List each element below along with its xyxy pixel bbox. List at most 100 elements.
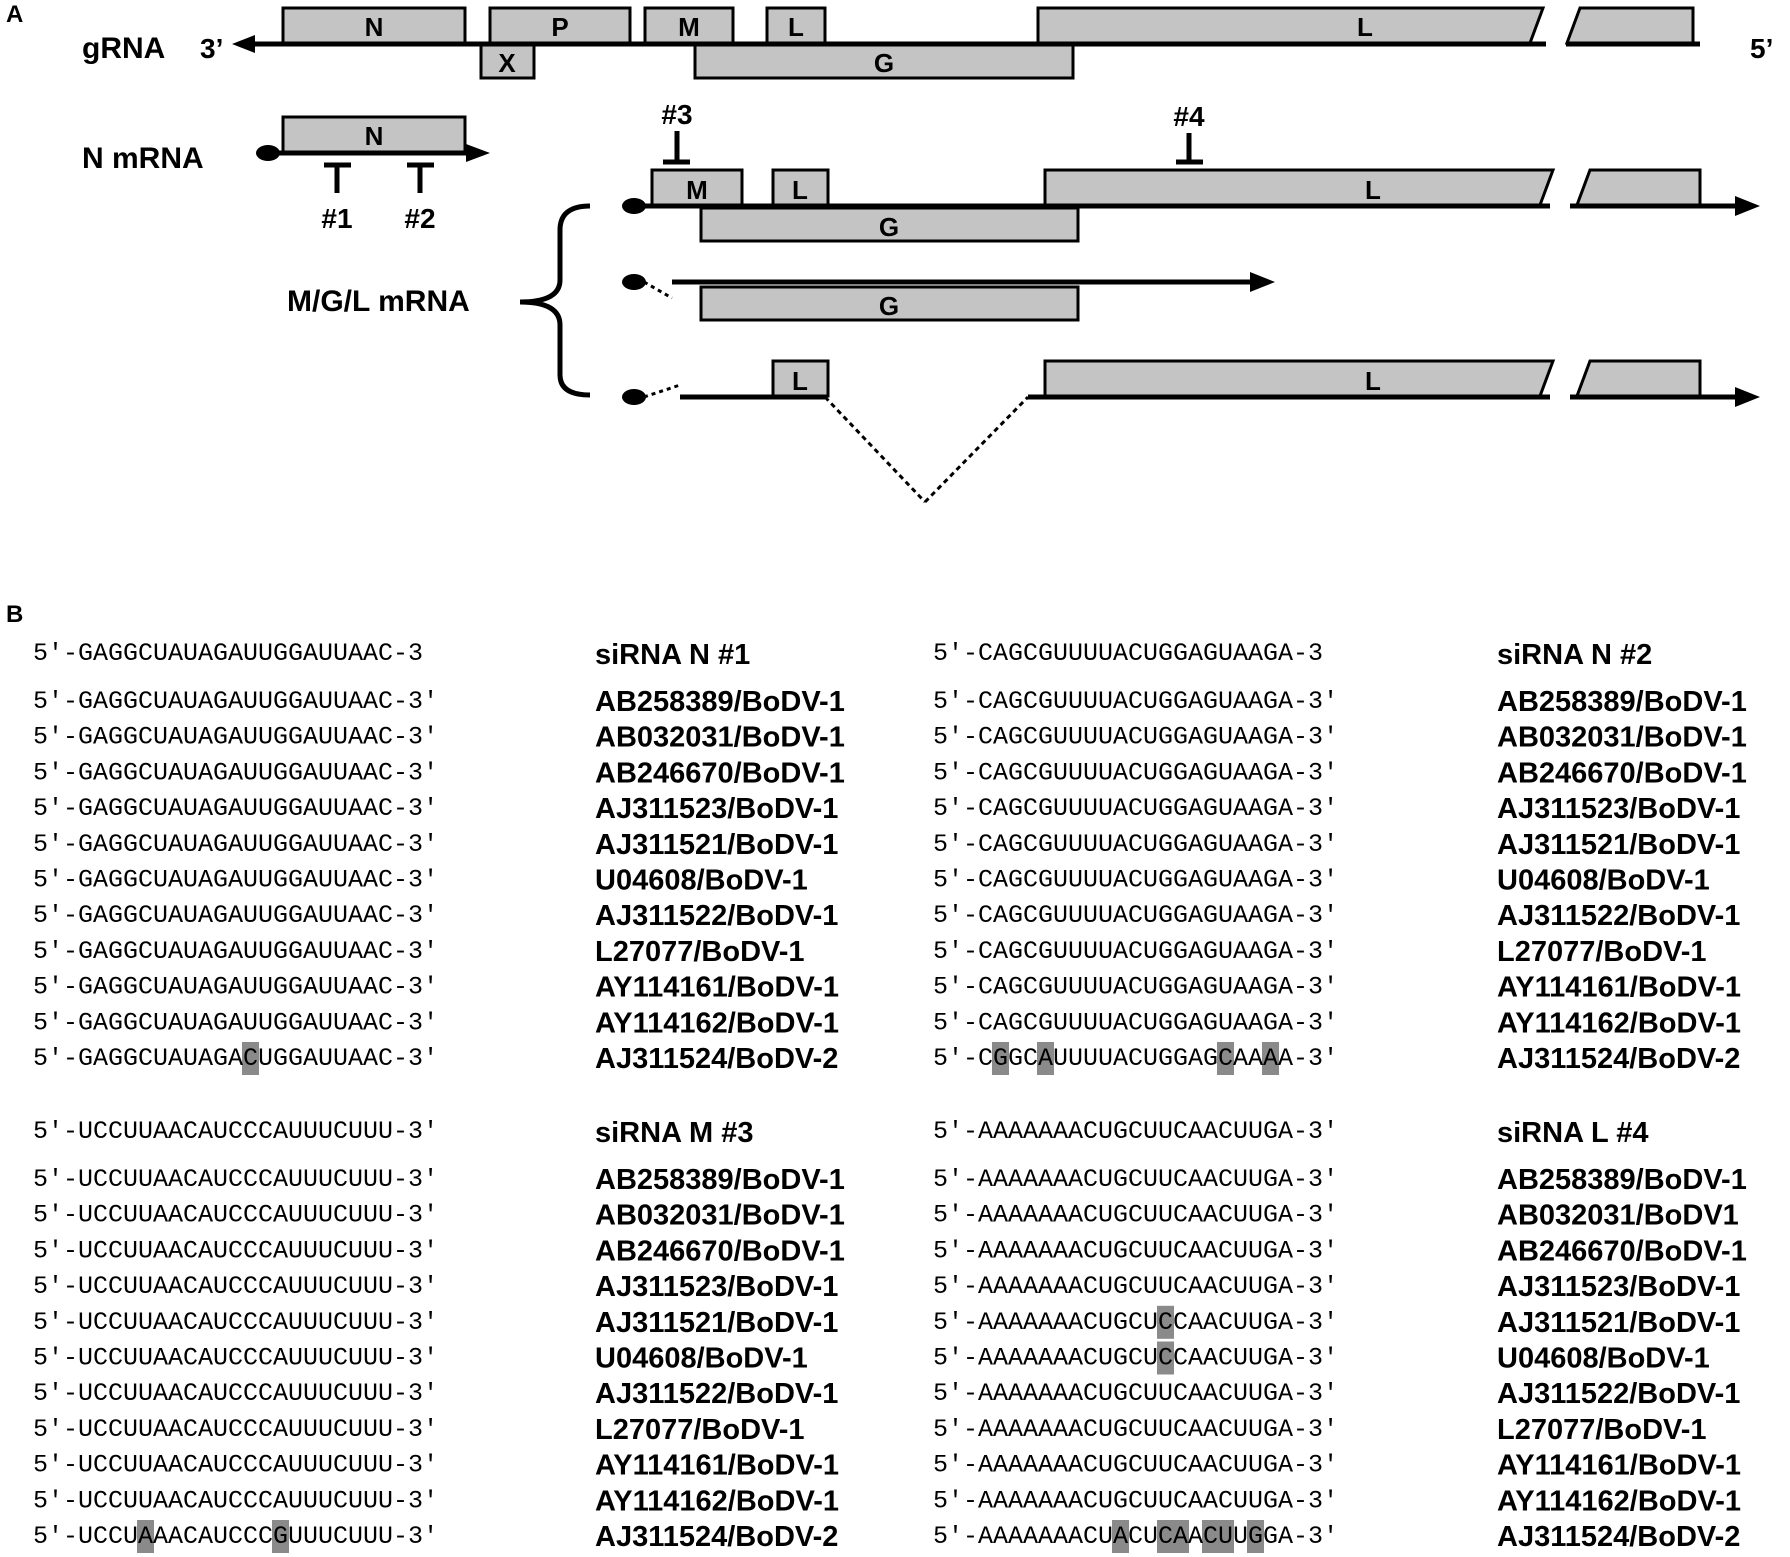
strain-sequence: 5′-GAGGCUAUAGAUUGGAUUAAC-3′ [33, 973, 438, 1002]
strain-accession: AY114162/BoDV-1 [1497, 1485, 1741, 1517]
grna-box-m: M [643, 6, 735, 45]
sirna-target-sequence: 5′-AAAAAAACUGCUUCAACUUGA-3′ [933, 1117, 1338, 1146]
strain-accession: AJ311523/BoDV-1 [1497, 793, 1740, 825]
strain-accession: AJ311524/BoDV-2 [1497, 1043, 1740, 1075]
svg-text:G: G [879, 212, 899, 242]
strain-accession: AJ311522/BoDV-1 [595, 900, 838, 932]
alignment-row: 5′-UCCUUAACAUCCCAUUUCUUU-3′AB032031/BoDV… [33, 1200, 845, 1232]
strain-sequence: 5′-CAGCGUUUUACUGGAGUAAGA-3′ [933, 973, 1338, 1002]
sirna-title: siRNA M #3 [595, 1117, 753, 1149]
strain-sequence: 5′-UCCUUAACAUCCCAUUUCUUU-3′ [33, 1486, 438, 1515]
grna-break-gap [1546, 30, 1566, 58]
alignment-row: 5′-GAGGCUAUAGAUUGGAUUAAC-3′AB246670/BoDV… [33, 757, 845, 789]
strain-accession: AJ311523/BoDV-1 [595, 793, 838, 825]
svg-text:N: N [365, 121, 384, 151]
alignment-row: 5′-CAGCGUUUUACUGGAGUAAGA-3′L27077/BoDV-1 [933, 936, 1707, 968]
transcript-1-box-l-large: L [1043, 168, 1702, 207]
strain-sequence: 5′-GAGGCUAUAGAUUGGAUUAAC-3′ [33, 830, 438, 859]
alignment-row: 5′-AAAAAAACUGCUUCAACUUGA-3′AJ311523/BoDV… [933, 1271, 1740, 1303]
alignment-row: 5′-CAGCGUUUUACUGGAGUAAGA-3′AB032031/BoDV… [933, 722, 1747, 754]
svg-text:L: L [792, 366, 808, 396]
alignment-row: 5′-CAGCGUUUUACUGGAGUAAGA-3′AJ311521/BoDV… [933, 829, 1740, 861]
strain-sequence: 5′-CAGCGUUUUACUGGAGUAAGA-3′ [933, 758, 1338, 787]
strain-sequence: 5′-UCCUUAACAUCCCAUUUCUUU-3′ [33, 1272, 438, 1301]
grna-box-g: G [693, 43, 1075, 80]
transcript-l-spliced: L L [622, 359, 1760, 504]
strain-sequence: 5′-AAAAAAACUGCUUCAACUUGA-3′ [933, 1379, 1338, 1408]
alignment-row: 5′-UCCUUAACAUCCCAUUUCUUU-3′AB246670/BoDV… [33, 1235, 845, 1267]
strain-accession: U04608/BoDV-1 [1497, 1343, 1710, 1375]
sirna-title: siRNA N #2 [1497, 639, 1652, 671]
svg-text:L: L [788, 12, 804, 42]
alignment-row: 5′-UCCUUAACAUCCCAUUUCUUU-3′AJ311523/BoDV… [33, 1271, 838, 1303]
transcript-mgl-1: M L L G [622, 168, 1760, 243]
strain-accession: AB032031/BoDV1 [1497, 1200, 1739, 1232]
strain-accession: AB258389/BoDV-1 [595, 686, 845, 718]
grna-box-l-large: L [1036, 6, 1695, 45]
strain-sequence: 5′-CAGCGUUUUACUGGAGUAAGA-3′ [933, 866, 1338, 895]
svg-text:L: L [1365, 175, 1381, 205]
sirna-target-sequence: 5′-GAGGCUAUAGAUUGGAUUAAC-3 [33, 639, 423, 668]
mismatch-highlight [1202, 1520, 1219, 1553]
n-mrna-label: N mRNA [82, 142, 204, 175]
strain-sequence: 5′-CAGCGUUUUACUGGAGUAAGA-3′ [933, 794, 1338, 823]
transcript-3-box-l-large: L [1043, 359, 1702, 398]
mismatch-highlight [242, 1042, 259, 1075]
strain-sequence: 5′-GAGGCUAUAGAUUGGAUUAAC-3′ [33, 866, 438, 895]
svg-text:#2: #2 [404, 203, 435, 234]
strain-accession: AJ311521/BoDV-1 [595, 1307, 838, 1339]
alignment-row: 5′-CAGCGUUUUACUGGAGUAAGA-3′ AJ311523/BoDV… [933, 793, 1740, 825]
svg-text:M: M [678, 12, 700, 42]
alignment-row: 5′-AAAAAAACUGCUUCAACUUGA-3′AY114162/BoDV… [933, 1485, 1741, 1517]
alignment-row: 5′-GAGGCUAUAGACUGGAUUAAC-3′ AJ311524/BoDV… [33, 1042, 838, 1075]
mismatch-highlight [1157, 1520, 1174, 1553]
strain-sequence: 5′-AAAAAAACUGCUCCAACUUGA-3′ [933, 1308, 1338, 1337]
mismatch-highlight [1217, 1520, 1234, 1553]
alignment-row: 5′-GAGGCUAUAGAUUGGAUUAAC-3′AY114162/BoDV… [33, 1007, 839, 1039]
grna-box-l-small: L [765, 6, 827, 45]
alignment-row: 5′-CGGCAUUUUACUGGAGCAAAA-3′AJ311524/BoDV… [933, 1042, 1740, 1075]
strain-sequence: 5′-CAGCGUUUUACUGGAGUAAGA-3′ [933, 937, 1338, 966]
grna-3-end: 3’ [200, 33, 223, 64]
mismatch-highlight [1157, 1305, 1174, 1339]
strain-sequence: 5′-AAAAAAACUACUCAACUUGGA-3′ [933, 1522, 1338, 1551]
strain-accession: AB032031/BoDV-1 [595, 1200, 845, 1232]
strain-accession: AJ311522/BoDV-1 [1497, 900, 1740, 932]
strain-sequence: 5′-GAGGCUAUAGAUUGGAUUAAC-3′ [33, 794, 438, 823]
strain-sequence: 5′-AAAAAAACUGCUUCAACUUGA-3′ [933, 1165, 1338, 1194]
svg-text:#4: #4 [1173, 101, 1205, 132]
strain-accession: AJ311522/BoDV-1 [1497, 1378, 1740, 1410]
strain-sequence: 5′-AAAAAAACUGCUUCAACUUGA-3′ [933, 1236, 1338, 1265]
alignment-row: 5′-CAGCGUUUUACUGGAGUAAGA-3′AY114162/BoDV… [933, 1007, 1741, 1039]
alignment-row: 5′-GAGGCUAUAGAUUGGAUUAAC-3′AJ311522/BoDV… [33, 900, 838, 932]
strain-accession: U04608/BoDV-1 [1497, 865, 1710, 897]
strain-accession: AJ311524/BoDV-2 [595, 1043, 838, 1075]
strain-sequence: 5′-UCCUUAACAUCCCAUUUCUUU-3′ [33, 1379, 438, 1408]
strain-accession: L27077/BoDV-1 [1497, 1414, 1707, 1446]
strain-sequence: 5′-AAAAAAACUGCUUCAACUUGA-3′ [933, 1451, 1338, 1480]
alignment-row: 5′-CAGCGUUUUACUGGAGUAAGA-3′AB258389/BoDV… [933, 686, 1747, 718]
alignment-row: 5′-AAAAAAACUGCUUCAACUUGA-3′AB032031/BoDV… [933, 1200, 1739, 1232]
svg-text:G: G [874, 48, 894, 78]
mgl-mrna-label: M/G/L mRNA [287, 285, 470, 318]
mismatch-highlight [1262, 1042, 1279, 1075]
svg-text:#1: #1 [321, 203, 352, 234]
strain-accession: AB258389/BoDV-1 [1497, 1164, 1747, 1196]
mismatch-highlight [1157, 1341, 1174, 1375]
mismatch-highlight [1217, 1042, 1234, 1075]
transcript-3-box-l-small: L [771, 359, 830, 398]
alignment-row: 5′-AAAAAAACUGCUCCAACUUGA-3′U04608/BoDV-1 [933, 1341, 1710, 1375]
strain-sequence: 5′-GAGGCUAUAGACUGGAUUAAC-3′ [33, 1044, 438, 1073]
strain-sequence: 5′-GAGGCUAUAGAUUGGAUUAAC-3′ [33, 687, 438, 716]
panel-a: A gRNA 3’ 5’ N P M L L [6, 1, 1773, 504]
strain-sequence: 5′-GAGGCUAUAGAUUGGAUUAAC-3′ [33, 937, 438, 966]
alignment-row: 5′-AAAAAAACUGCUUCAACUUGA-3′AY114161/BoDV… [933, 1450, 1741, 1482]
alignment-row: 5′-UCCUUAACAUCCCAUUUCUUU-3′AB258389/BoDV… [33, 1164, 845, 1196]
strain-accession: AJ311523/BoDV-1 [1497, 1271, 1740, 1303]
strain-sequence: 5′-UCCUAAACAUCCCGUUUCUUU-3′ [33, 1522, 438, 1551]
svg-text:G: G [879, 291, 899, 321]
sirna-target-sequence: 5′-CAGCGUUUUACUGGAGUAAGA-3 [933, 639, 1323, 668]
strain-accession: AY114162/BoDV-1 [595, 1485, 839, 1517]
strain-accession: L27077/BoDV-1 [595, 1414, 805, 1446]
